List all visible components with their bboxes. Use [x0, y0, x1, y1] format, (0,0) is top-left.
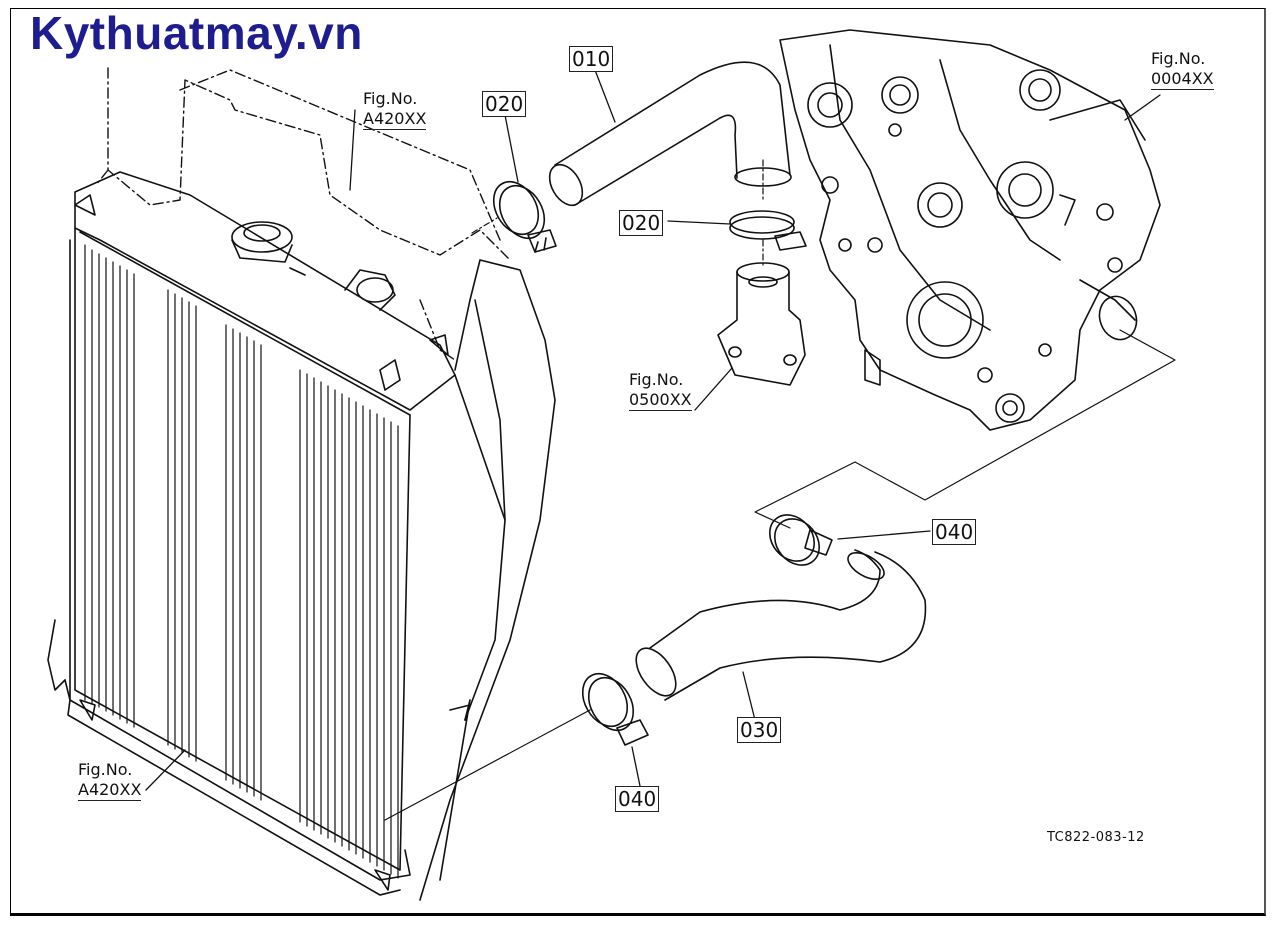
radiator-body — [47, 171, 556, 901]
fig-ref-radiator[interactable]: Fig.No. A420XX — [78, 760, 142, 801]
callout-020-left[interactable]: 020 — [482, 91, 527, 117]
clamp-040-lower — [581, 672, 649, 746]
fig-ref-title: Fig.No. — [629, 370, 684, 389]
fig-ref-title: Fig.No. — [363, 89, 418, 108]
callout-010[interactable]: 010 — [569, 46, 614, 72]
upper-hose-010 — [548, 61, 792, 207]
fig-ref-title: Fig.No. — [78, 760, 133, 779]
watermark-logo: Kythuatmay.vn — [30, 7, 363, 59]
callout-040-lower[interactable]: 040 — [615, 786, 660, 812]
assembly-lines — [384, 159, 1176, 821]
lower-hose-030 — [635, 549, 927, 701]
fig-ref-engine[interactable]: Fig.No. 0004XX — [1151, 49, 1214, 90]
radiator-core-fins — [84, 244, 399, 879]
clamp-020-left — [492, 180, 557, 253]
callout-030[interactable]: 030 — [737, 717, 782, 743]
diagram-frame — [10, 8, 1266, 916]
clamp-020-right — [729, 210, 807, 251]
callout-040-upper[interactable]: 040 — [932, 519, 977, 545]
fig-ref-code: 0500XX — [629, 390, 692, 411]
fig-ref-shroud[interactable]: Fig.No. A420XX — [363, 89, 427, 130]
drawing-number: TC822-083-12 — [1047, 830, 1145, 845]
callout-020-right[interactable]: 020 — [619, 210, 664, 236]
engine-gear-case — [779, 29, 1161, 431]
clamp-040-upper — [768, 514, 833, 566]
thermostat-housing — [717, 262, 806, 386]
fig-ref-code: A420XX — [363, 109, 427, 130]
fig-ref-thermostat[interactable]: Fig.No. 0500XX — [629, 370, 692, 411]
fig-ref-code: 0004XX — [1151, 69, 1214, 90]
radiator-shroud — [95, 67, 511, 361]
fig-ref-code: A420XX — [78, 780, 142, 801]
fig-ref-title: Fig.No. — [1151, 49, 1206, 68]
leader-lines — [145, 69, 1161, 791]
